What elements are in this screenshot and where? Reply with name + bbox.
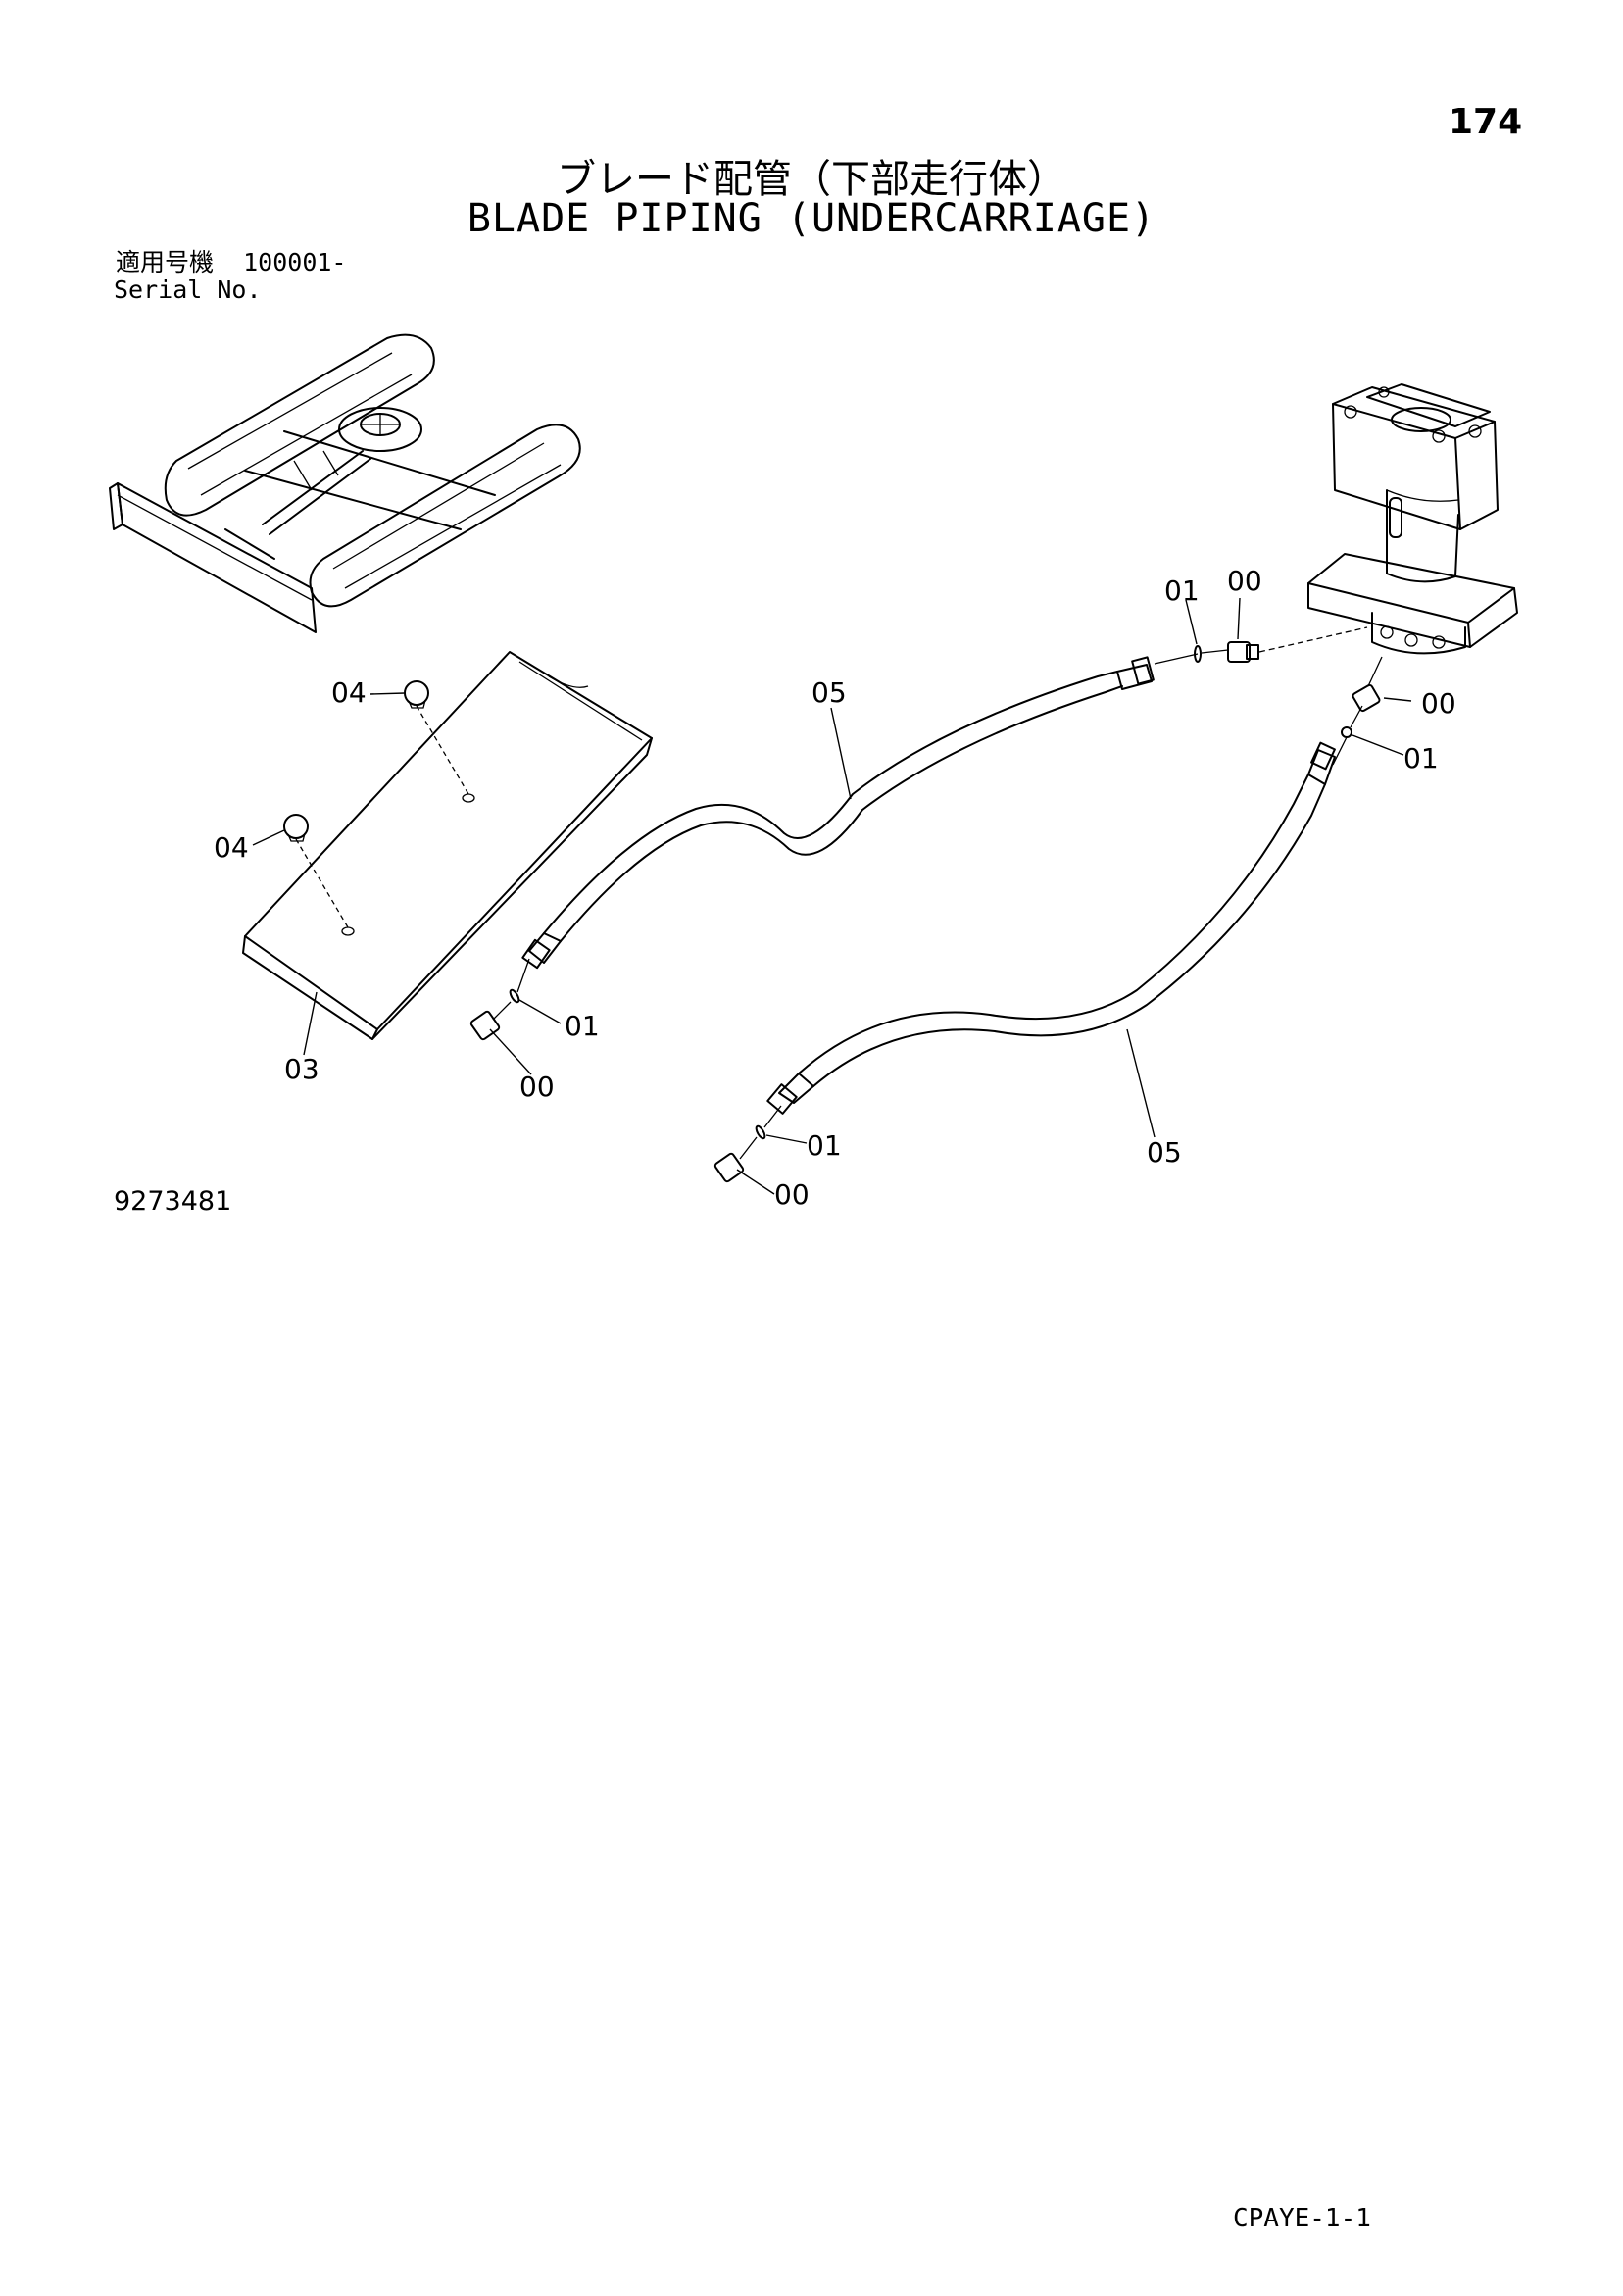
- adapter-illustration: [469, 641, 1381, 1183]
- center-joint-illustration: [1307, 383, 1518, 655]
- callout-bolt-upper: 04: [331, 676, 367, 709]
- drawing-number: 9273481: [114, 1186, 232, 1217]
- lower-hose-illustration: [766, 741, 1336, 1115]
- callout-adapter-top: 00: [1227, 565, 1262, 597]
- callout-lower-hose: 05: [1147, 1136, 1182, 1169]
- serial-value: 100001-: [243, 248, 347, 276]
- title-english: BLADE PIPING (UNDERCARRIAGE): [467, 196, 1156, 241]
- callout-cover-plate: 03: [284, 1053, 320, 1085]
- serial-label-en: Serial No.: [114, 275, 262, 304]
- page-code: CPAYE-1-1: [1233, 2204, 1371, 2233]
- leader-lines: [252, 597, 1412, 1195]
- callout-adapter-right: 00: [1421, 687, 1456, 720]
- callout-o-ring-left: 01: [565, 1010, 600, 1042]
- cover-plate-illustration: [242, 651, 653, 1040]
- o-ring-illustration: [509, 645, 1352, 1140]
- undercarriage-overview-illustration: [109, 333, 581, 633]
- callout-o-ring-bottom: 01: [807, 1129, 842, 1162]
- callout-adapter-left: 00: [519, 1071, 555, 1103]
- callout-o-ring-top: 01: [1164, 574, 1200, 607]
- title-japanese: ブレード配管（下部走行体）: [557, 157, 1066, 202]
- callout-o-ring-right: 01: [1403, 742, 1439, 774]
- upper-hose-illustration: [521, 656, 1155, 970]
- callout-bolt-lower: 04: [214, 831, 249, 864]
- callout-adapter-bottom: 00: [774, 1178, 810, 1211]
- callout-upper-hose: 05: [812, 676, 847, 709]
- page-number: 174: [1449, 102, 1523, 142]
- serial-block: 適用号機 100001- Serial No.: [114, 248, 347, 304]
- assembly-lines: [295, 626, 1383, 1160]
- serial-label-jp: 適用号機: [116, 248, 215, 276]
